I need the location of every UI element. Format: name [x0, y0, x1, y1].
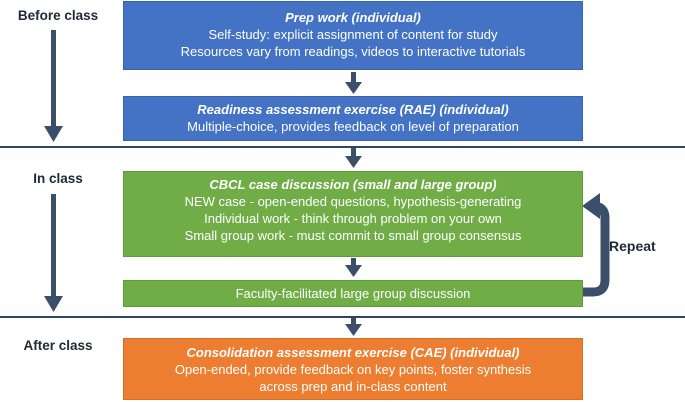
cbcl-case-discussion-box: CBCL case discussion (small and large gr… [123, 171, 583, 257]
repeat-loop-arrow [582, 193, 610, 297]
cbcl-case-discussion-line: NEW case - open-ended questions, hypothe… [184, 194, 522, 209]
flow-arrow-rae-to-cbcl [345, 148, 362, 168]
prep-work-line: Self-study: explicit assignment of conte… [208, 27, 498, 42]
consolidation-assessment-line: across prep and in-class content [259, 379, 447, 394]
divider-in-after [0, 316, 685, 318]
cbcl-case-discussion-title: CBCL case discussion (small and large gr… [209, 177, 497, 192]
faculty-discussion-line: Faculty-facilitated large group discussi… [235, 286, 471, 301]
consolidation-assessment-box: Consolidation assessment exercise (CAE) … [123, 338, 583, 400]
faculty-discussion-box: Faculty-facilitated large group discussi… [123, 280, 583, 307]
readiness-assessment-box: Readiness assessment exercise (RAE) (ind… [123, 96, 583, 141]
phase-label-in-class: In class [33, 171, 83, 186]
flow-arrow-prep-to-rae [345, 72, 362, 94]
phase-label-after-class: After class [23, 338, 93, 353]
phase-label-before-class: Before class [17, 8, 99, 23]
consolidation-assessment-line: Open-ended, provide feedback on key poin… [174, 362, 532, 377]
consolidation-assessment-title: Consolidation assessment exercise (CAE) … [186, 345, 520, 360]
prep-work-box: Prep work (individual) Self-study: expli… [123, 1, 583, 70]
phase-arrow-in [44, 194, 63, 312]
readiness-assessment-line: Multiple-choice, provides feedback on le… [187, 119, 519, 134]
cbcl-case-discussion-line: Small group work - must commit to small … [184, 228, 522, 243]
prep-work-line: Resources vary from readings, videos to … [180, 44, 526, 59]
repeat-label: Repeat [609, 238, 656, 254]
cbcl-case-discussion-line: Individual work - think through problem … [204, 211, 502, 226]
flow-arrow-faculty-to-cae [345, 318, 362, 336]
readiness-assessment-title: Readiness assessment exercise (RAE) (ind… [197, 102, 509, 117]
prep-work-title: Prep work (individual) [285, 10, 421, 25]
flow-arrow-cbcl-to-faculty [345, 258, 362, 277]
phase-arrow-before [44, 30, 63, 142]
divider-before-in [0, 146, 685, 148]
